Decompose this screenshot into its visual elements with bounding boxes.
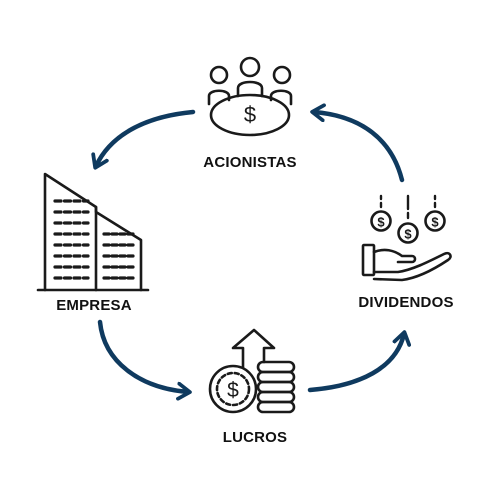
svg-text:$: $	[244, 102, 256, 127]
arrow-dividendos-to-acionistas	[310, 103, 405, 183]
svg-text:$: $	[431, 215, 439, 230]
arrow-empresa-to-lucros	[97, 319, 192, 401]
node-label-acionistas: ACIONISTAS	[203, 154, 296, 171]
node-label-empresa: EMPRESA	[56, 297, 132, 314]
profit-coins-icon: $	[208, 328, 296, 414]
node-label-dividendos: DIVIDENDOS	[358, 294, 453, 311]
shareholders-meeting-icon: $	[207, 56, 293, 137]
dividend-hand-icon: $ $ $	[361, 194, 452, 282]
svg-text:$: $	[377, 215, 385, 230]
node-label-lucros: LUCROS	[223, 429, 288, 446]
svg-text:$: $	[404, 227, 412, 242]
office-building-icon	[36, 172, 150, 292]
arrow-acionistas-to-empresa	[91, 109, 196, 170]
arrow-lucros-to-dividendos	[307, 330, 412, 393]
svg-text:$: $	[227, 379, 239, 402]
